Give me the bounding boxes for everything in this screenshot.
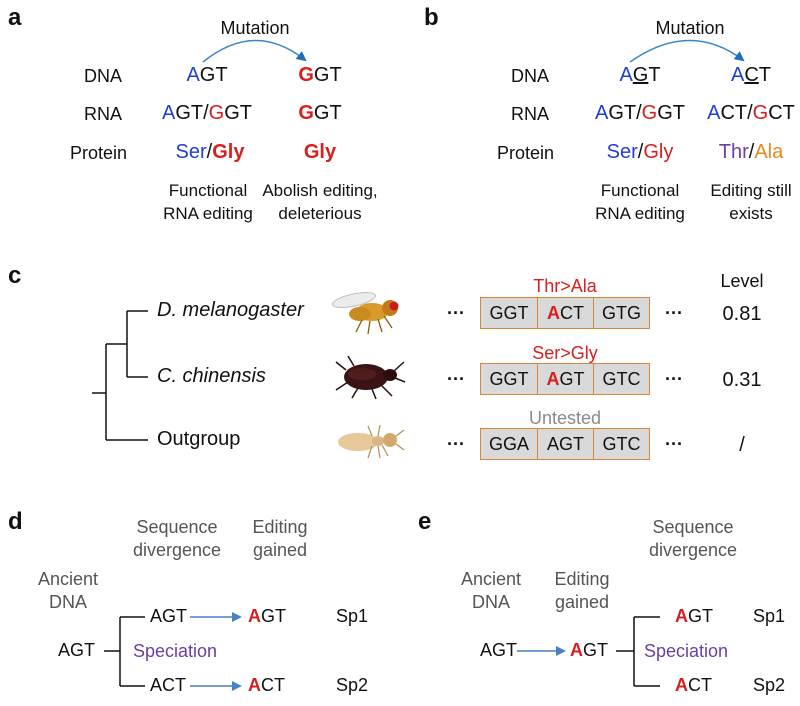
codon-cell: GGT	[481, 298, 537, 328]
beetle-icon	[335, 355, 406, 400]
ancient-label-d-1: Ancient	[37, 569, 99, 589]
panel-c-label: c	[8, 262, 22, 289]
note-right-b-2: exists	[729, 204, 773, 223]
speciation-tree-e	[616, 616, 660, 687]
level-header: Level	[720, 271, 764, 291]
protein-right-b: Thr/Ala	[718, 141, 784, 163]
protein-right-a: Gly	[303, 141, 337, 163]
ancient-label-d-2: DNA	[48, 592, 88, 612]
codon-cell: GTC	[593, 364, 649, 394]
seq-top-e: AGT	[675, 606, 713, 626]
row-label-protein-a: Protein	[70, 143, 128, 163]
rna-left-b: AGT/GGT	[594, 102, 686, 124]
edited-bottom-d: ACT	[248, 675, 285, 695]
species-label-e-1: Sp1	[753, 606, 786, 626]
codon-cell: GTC	[593, 429, 649, 459]
root-seq-d: AGT	[58, 640, 96, 660]
ellipsis-right-2: ···	[665, 369, 683, 389]
ellipsis-left-1: ···	[447, 303, 465, 323]
codon-cell: GGA	[481, 429, 537, 459]
species-name-1: D. melanogaster	[157, 299, 304, 321]
edit-gained-label-e-1: Editing	[554, 569, 610, 589]
edited-root-e: AGT	[570, 640, 608, 660]
note-left-a-2: RNA editing	[163, 204, 253, 223]
note-right-b-1: Editing still	[710, 181, 792, 200]
row-label-rna-a: RNA	[84, 104, 123, 124]
note-left-a-1: Functional	[168, 181, 248, 200]
ellipsis-right-1: ···	[665, 303, 683, 323]
note-left-b-2: RNA editing	[595, 204, 685, 223]
seq-div-label-e-1: Sequence	[652, 517, 734, 537]
panel-b-label: b	[424, 4, 439, 31]
rna-right-b: ACT/GCT	[707, 102, 795, 124]
fruit-fly-icon	[332, 292, 399, 335]
codon-cell: AGT	[537, 429, 593, 459]
mutation-label-a: Mutation	[220, 18, 290, 38]
species-label-e-2: Sp2	[753, 675, 786, 695]
mutation-label-b: Mutation	[655, 18, 725, 38]
species-name-2: C. chinensis	[157, 365, 266, 387]
change-label-2: Ser>Gly	[532, 343, 598, 363]
codon-box-3: GGA AGT GTC	[480, 428, 650, 460]
dna-left-a: AGT	[186, 64, 228, 86]
dna-right-a: GGT	[298, 64, 342, 86]
edit-gained-label-d-2: gained	[252, 540, 308, 560]
termite-icon	[338, 424, 405, 459]
protein-left-a: Ser/Gly	[175, 141, 245, 163]
row-label-protein-b: Protein	[497, 143, 555, 163]
note-left-b-1: Functional	[600, 181, 680, 200]
dna-left-b: AGT	[619, 64, 661, 86]
ellipsis-left-2: ···	[447, 369, 465, 389]
row-label-dna-a: DNA	[84, 66, 123, 86]
panel-e-label: e	[418, 508, 432, 535]
speciation-label-d: Speciation	[133, 641, 218, 661]
seq-top-d: AGT	[150, 606, 188, 626]
change-label-1: Thr>Ala	[533, 276, 597, 296]
note-right-a-2: deleterious	[278, 204, 362, 223]
seq-bottom-d: ACT	[150, 675, 186, 695]
root-seq-e: AGT	[480, 640, 518, 660]
species-name-3: Outgroup	[157, 428, 241, 450]
speciation-tree-d	[104, 616, 145, 687]
mutation-arrow-a	[202, 39, 307, 63]
edit-gained-label-d-1: Editing	[252, 517, 308, 537]
note-right-a-1: Abolish editing,	[262, 181, 378, 200]
codon-cell: GGT	[481, 364, 537, 394]
dna-right-b: ACT	[730, 64, 772, 86]
seq-div-label-e-2: divergence	[648, 540, 738, 560]
seq-bottom-e: ACT	[675, 675, 712, 695]
speciation-label-e: Speciation	[644, 641, 729, 661]
mutation-arrow-b	[629, 39, 745, 63]
panel-a-label: a	[8, 4, 22, 31]
rna-left-a: AGT/GGT	[161, 102, 253, 124]
ellipsis-left-3: ···	[447, 434, 465, 454]
species-label-d-2: Sp2	[336, 675, 369, 695]
protein-left-b: Ser/Gly	[606, 141, 674, 163]
phylogenetic-tree	[92, 310, 148, 441]
level-value-2: 0.31	[722, 369, 762, 391]
panel-d-label: d	[8, 508, 23, 535]
species-label-d-1: Sp1	[336, 606, 369, 626]
rna-right-a: GGT	[298, 102, 342, 124]
row-label-rna-b: RNA	[511, 104, 550, 124]
change-label-3: Untested	[528, 408, 602, 428]
edit-gained-label-e-2: gained	[554, 592, 610, 612]
ellipsis-right-3: ···	[665, 434, 683, 454]
seq-div-label-d-1: Sequence	[136, 517, 218, 537]
edited-top-d: AGT	[248, 606, 286, 626]
level-value-3: /	[739, 434, 745, 456]
ancient-label-e-2: DNA	[471, 592, 511, 612]
codon-cell: GTG	[593, 298, 649, 328]
ancient-label-e-1: Ancient	[460, 569, 522, 589]
level-value-1: 0.81	[722, 303, 762, 325]
row-label-dna-b: DNA	[511, 66, 550, 86]
seq-div-label-d-2: divergence	[132, 540, 222, 560]
